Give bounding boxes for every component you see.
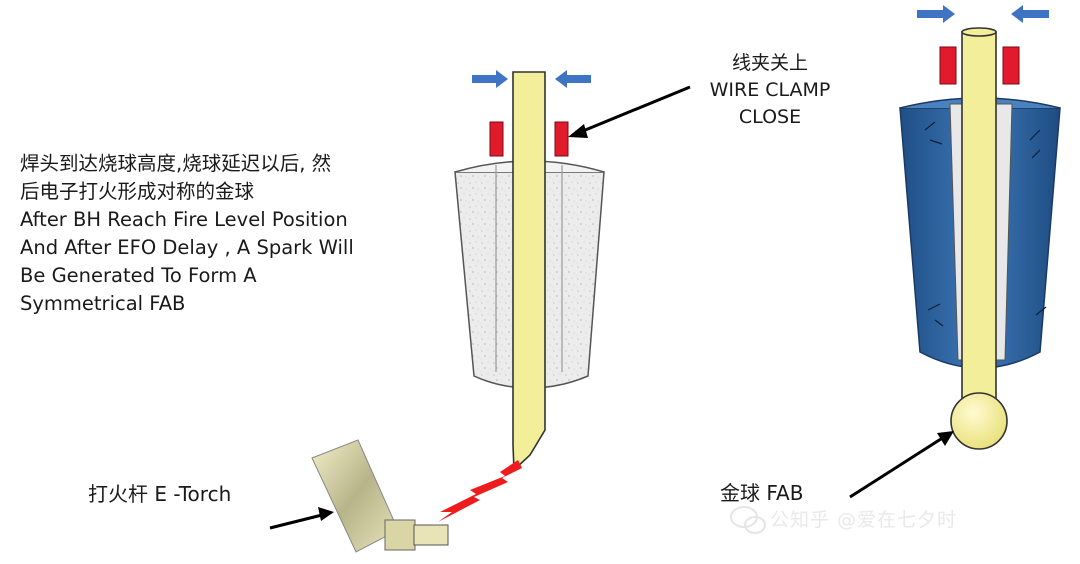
clamp-close-arrow-right-1 bbox=[917, 5, 955, 23]
description-line-4: And After EFO Delay , A Spark Will bbox=[20, 236, 354, 259]
wechat-icon bbox=[730, 506, 766, 534]
pointer-arrow-torch bbox=[269, 507, 334, 530]
clamp-close-arrow-left-2 bbox=[555, 70, 591, 88]
right-scene bbox=[730, 5, 1061, 534]
description-line-1: 焊头到达烧球高度,烧球延迟以后, 然 bbox=[20, 152, 332, 175]
wire-clamp-label-en-2: CLOSE bbox=[738, 106, 802, 128]
description-line-6: Symmetrical FAB bbox=[20, 292, 186, 315]
wire-clamp-right-jaw-2 bbox=[1002, 46, 1020, 85]
efo-spark bbox=[438, 460, 522, 522]
wire-clamp-label-cn: 线夹关上 bbox=[731, 52, 808, 74]
wire-clamp-label: 线夹关上 WIRE CLAMP CLOSE bbox=[690, 50, 850, 131]
pointer-arrow-wire-clamp bbox=[568, 85, 691, 138]
gold-wire-right bbox=[961, 31, 997, 405]
free-air-ball bbox=[950, 392, 1008, 450]
wire-clamp-right-jaw-1 bbox=[939, 46, 957, 85]
wire-clamp-left-jaw-2 bbox=[554, 121, 569, 157]
e-torch bbox=[311, 439, 449, 553]
fab-label: 金球 FAB bbox=[720, 481, 804, 505]
wire-clamp-left-jaw-1 bbox=[489, 121, 504, 157]
wire-clamp-label-en-1: WIRE CLAMP bbox=[709, 79, 831, 101]
watermark-text: 公知乎 @爱在七夕时 bbox=[770, 509, 958, 531]
description-line-5: Be Generated To Form A bbox=[20, 264, 257, 287]
description-text: 焊头到达烧球高度,烧球延迟以后, 然 后电子打火形成对称的金球 After BH… bbox=[20, 150, 354, 318]
torch-label: 打火杆 E -Torch bbox=[88, 482, 232, 506]
clamp-close-arrow-right-2 bbox=[1011, 5, 1049, 23]
description-line-3: After BH Reach Fire Level Position bbox=[20, 208, 348, 231]
clamp-close-arrow-left-1 bbox=[472, 70, 508, 88]
pointer-arrow-fab bbox=[849, 431, 954, 499]
gold-wire-left bbox=[512, 71, 546, 472]
description-line-2: 后电子打火形成对称的金球 bbox=[20, 180, 255, 203]
left-scene bbox=[269, 70, 691, 553]
